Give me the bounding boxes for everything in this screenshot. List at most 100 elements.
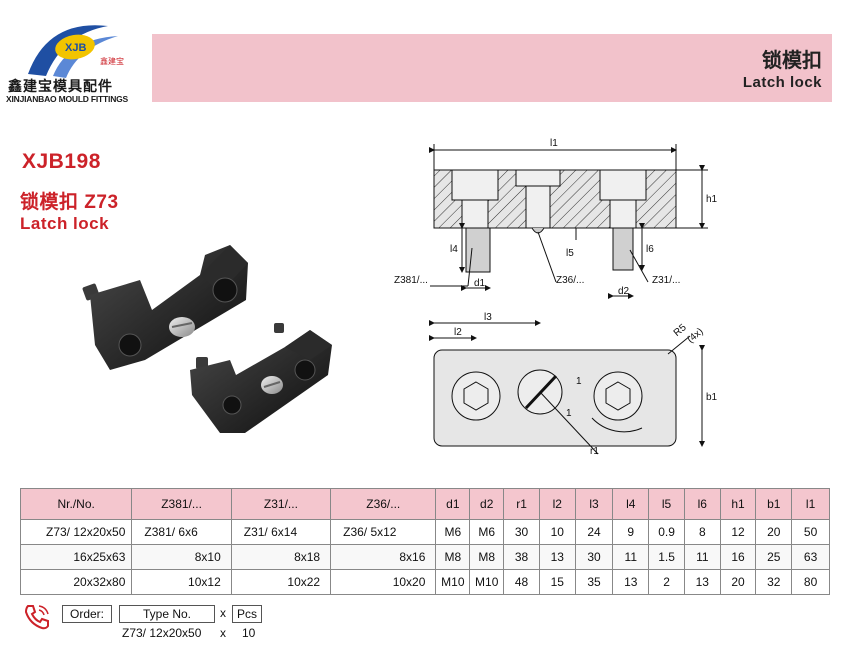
spec-table: Nr./No. Z381/... Z31/... Z36/... d1 d2 r… [19,488,830,595]
table-cell: M10 [469,569,505,595]
col-header: l1 [791,488,830,520]
dim-h1: h1 [706,194,718,205]
table-cell: Z31/ 6x14 [230,519,332,545]
product-code: XJB198 [22,150,101,173]
col-header: l3 [574,488,614,520]
table-cell: 0.9 [648,519,685,545]
col-header: Z31/... [230,488,332,520]
table-cell: Z381/ 6x6 [131,519,232,545]
logo-subtext: 鑫建宝 [100,56,124,66]
pcs-label: Pcs [232,605,262,623]
col-header: d1 [435,488,471,520]
table-cell: 13 [683,569,721,595]
brand-name-en: XINJIANBAO MOULD FITTINGS [6,94,129,104]
callout-z31: Z31/... [652,275,680,286]
dim-r5-note: (4x) [685,326,705,346]
table-cell: M6 [469,519,505,545]
dim-l2: l2 [454,327,462,338]
table-cell: 63 [791,544,830,570]
table-cell: 20 [755,519,793,545]
dim-offset-1a: 1 [576,376,582,387]
side-view: l1 h1 l4 l5 l6 d1 d2 Z381/... Z36/... Z3… [394,138,718,299]
technical-drawing: l1 h1 l4 l5 l6 d1 d2 Z381/... Z36/... Z3… [394,138,718,457]
col-header: l5 [648,488,685,520]
col-header: d2 [469,488,505,520]
brand-name-cn: 鑫建宝模具配件 [8,78,113,94]
table-cell: 9 [612,519,650,545]
table-cell: 16x25x63 [19,544,133,570]
table-row: Z73/ 12x20x50 Z381/ 6x6 Z31/ 6x14 Z36/ 5… [19,519,830,545]
table-cell: 8x10 [131,544,232,570]
table-cell: 8 [683,519,721,545]
dim-offset-1b: 1 [566,408,572,419]
dim-b1: b1 [706,392,718,403]
table-row: 16x25x63 8x10 8x18 8x16 M8 M8 38 13 30 1… [19,544,830,570]
col-header: Z381/... [131,488,232,520]
table-cell: 11 [612,544,650,570]
table-cell: 10x20 [330,569,437,595]
table-cell: Z36/ 5x12 [330,519,437,545]
table-cell: 13 [538,544,576,570]
table-cell: 15 [538,569,576,595]
header-bar [152,34,832,102]
type-no-label: Type No. [119,605,215,623]
table-header-row: Nr./No. Z381/... Z31/... Z36/... d1 d2 r… [19,488,830,520]
latch-lower [190,330,332,433]
table-cell: Z73/ 12x20x50 [19,519,133,545]
table-cell: 25 [755,544,793,570]
col-header: l2 [538,488,576,520]
example-multiply-sign: x [220,626,226,640]
table-cell: 32 [755,569,793,595]
product-photo [82,245,332,433]
dim-l5: l5 [566,248,574,259]
order-label: Order: [62,605,112,623]
table-cell: 30 [574,544,614,570]
table-cell: 35 [574,569,614,595]
multiply-sign: x [220,606,226,620]
table-cell: 13 [612,569,650,595]
dim-l4: l4 [450,244,458,255]
callout-z381: Z381/... [394,275,428,286]
page-title-cn: 锁模扣 [762,50,822,72]
example-pcs: 10 [242,626,256,640]
dim-l3: l3 [484,312,492,323]
table-cell: 20 [719,569,757,595]
table-cell: 50 [791,519,830,545]
table-cell: 12 [719,519,757,545]
col-header: b1 [755,488,793,520]
page-title-en: Latch lock [742,74,822,91]
example-type-no: Z73/ 12x20x50 [122,626,202,640]
table-cell: 48 [503,569,540,595]
brand-logo: XJB 鑫建宝 [28,25,124,78]
table-cell: 20x32x80 [19,569,133,595]
product-name-en: Latch lock [20,214,110,233]
col-header: l6 [683,488,721,520]
table-cell: 10 [538,519,576,545]
table-cell: 10x12 [131,569,232,595]
latch-upper [82,245,284,370]
phone-order-icon [24,605,49,630]
logo-text: XJB [65,42,86,54]
product-name-cn: 锁模扣 Z73 [20,192,119,213]
table-cell: 8x18 [230,544,332,570]
table-cell: 11 [683,544,721,570]
col-header: l4 [612,488,650,520]
dim-d1: d1 [474,278,486,289]
table-cell: M10 [435,569,471,595]
col-header: r1 [503,488,540,520]
table-cell: 8x16 [330,544,437,570]
table-cell: M8 [435,544,471,570]
table-cell: 2 [648,569,685,595]
col-header: Nr./No. [19,488,133,520]
callout-z36: Z36/... [556,275,584,286]
table-cell: 38 [503,544,540,570]
dim-r1: r1 [590,446,599,457]
table-row: 20x32x80 10x12 10x22 10x20 M10 M10 48 15… [19,569,830,595]
dim-l6: l6 [646,244,654,255]
table-cell: 24 [574,519,614,545]
table-cell: 30 [503,519,540,545]
table-cell: 16 [719,544,757,570]
col-header: h1 [719,488,757,520]
top-view: l2 l3 R5 (4x) b1 1 1 r1 [429,312,718,457]
table-cell: 1.5 [648,544,685,570]
